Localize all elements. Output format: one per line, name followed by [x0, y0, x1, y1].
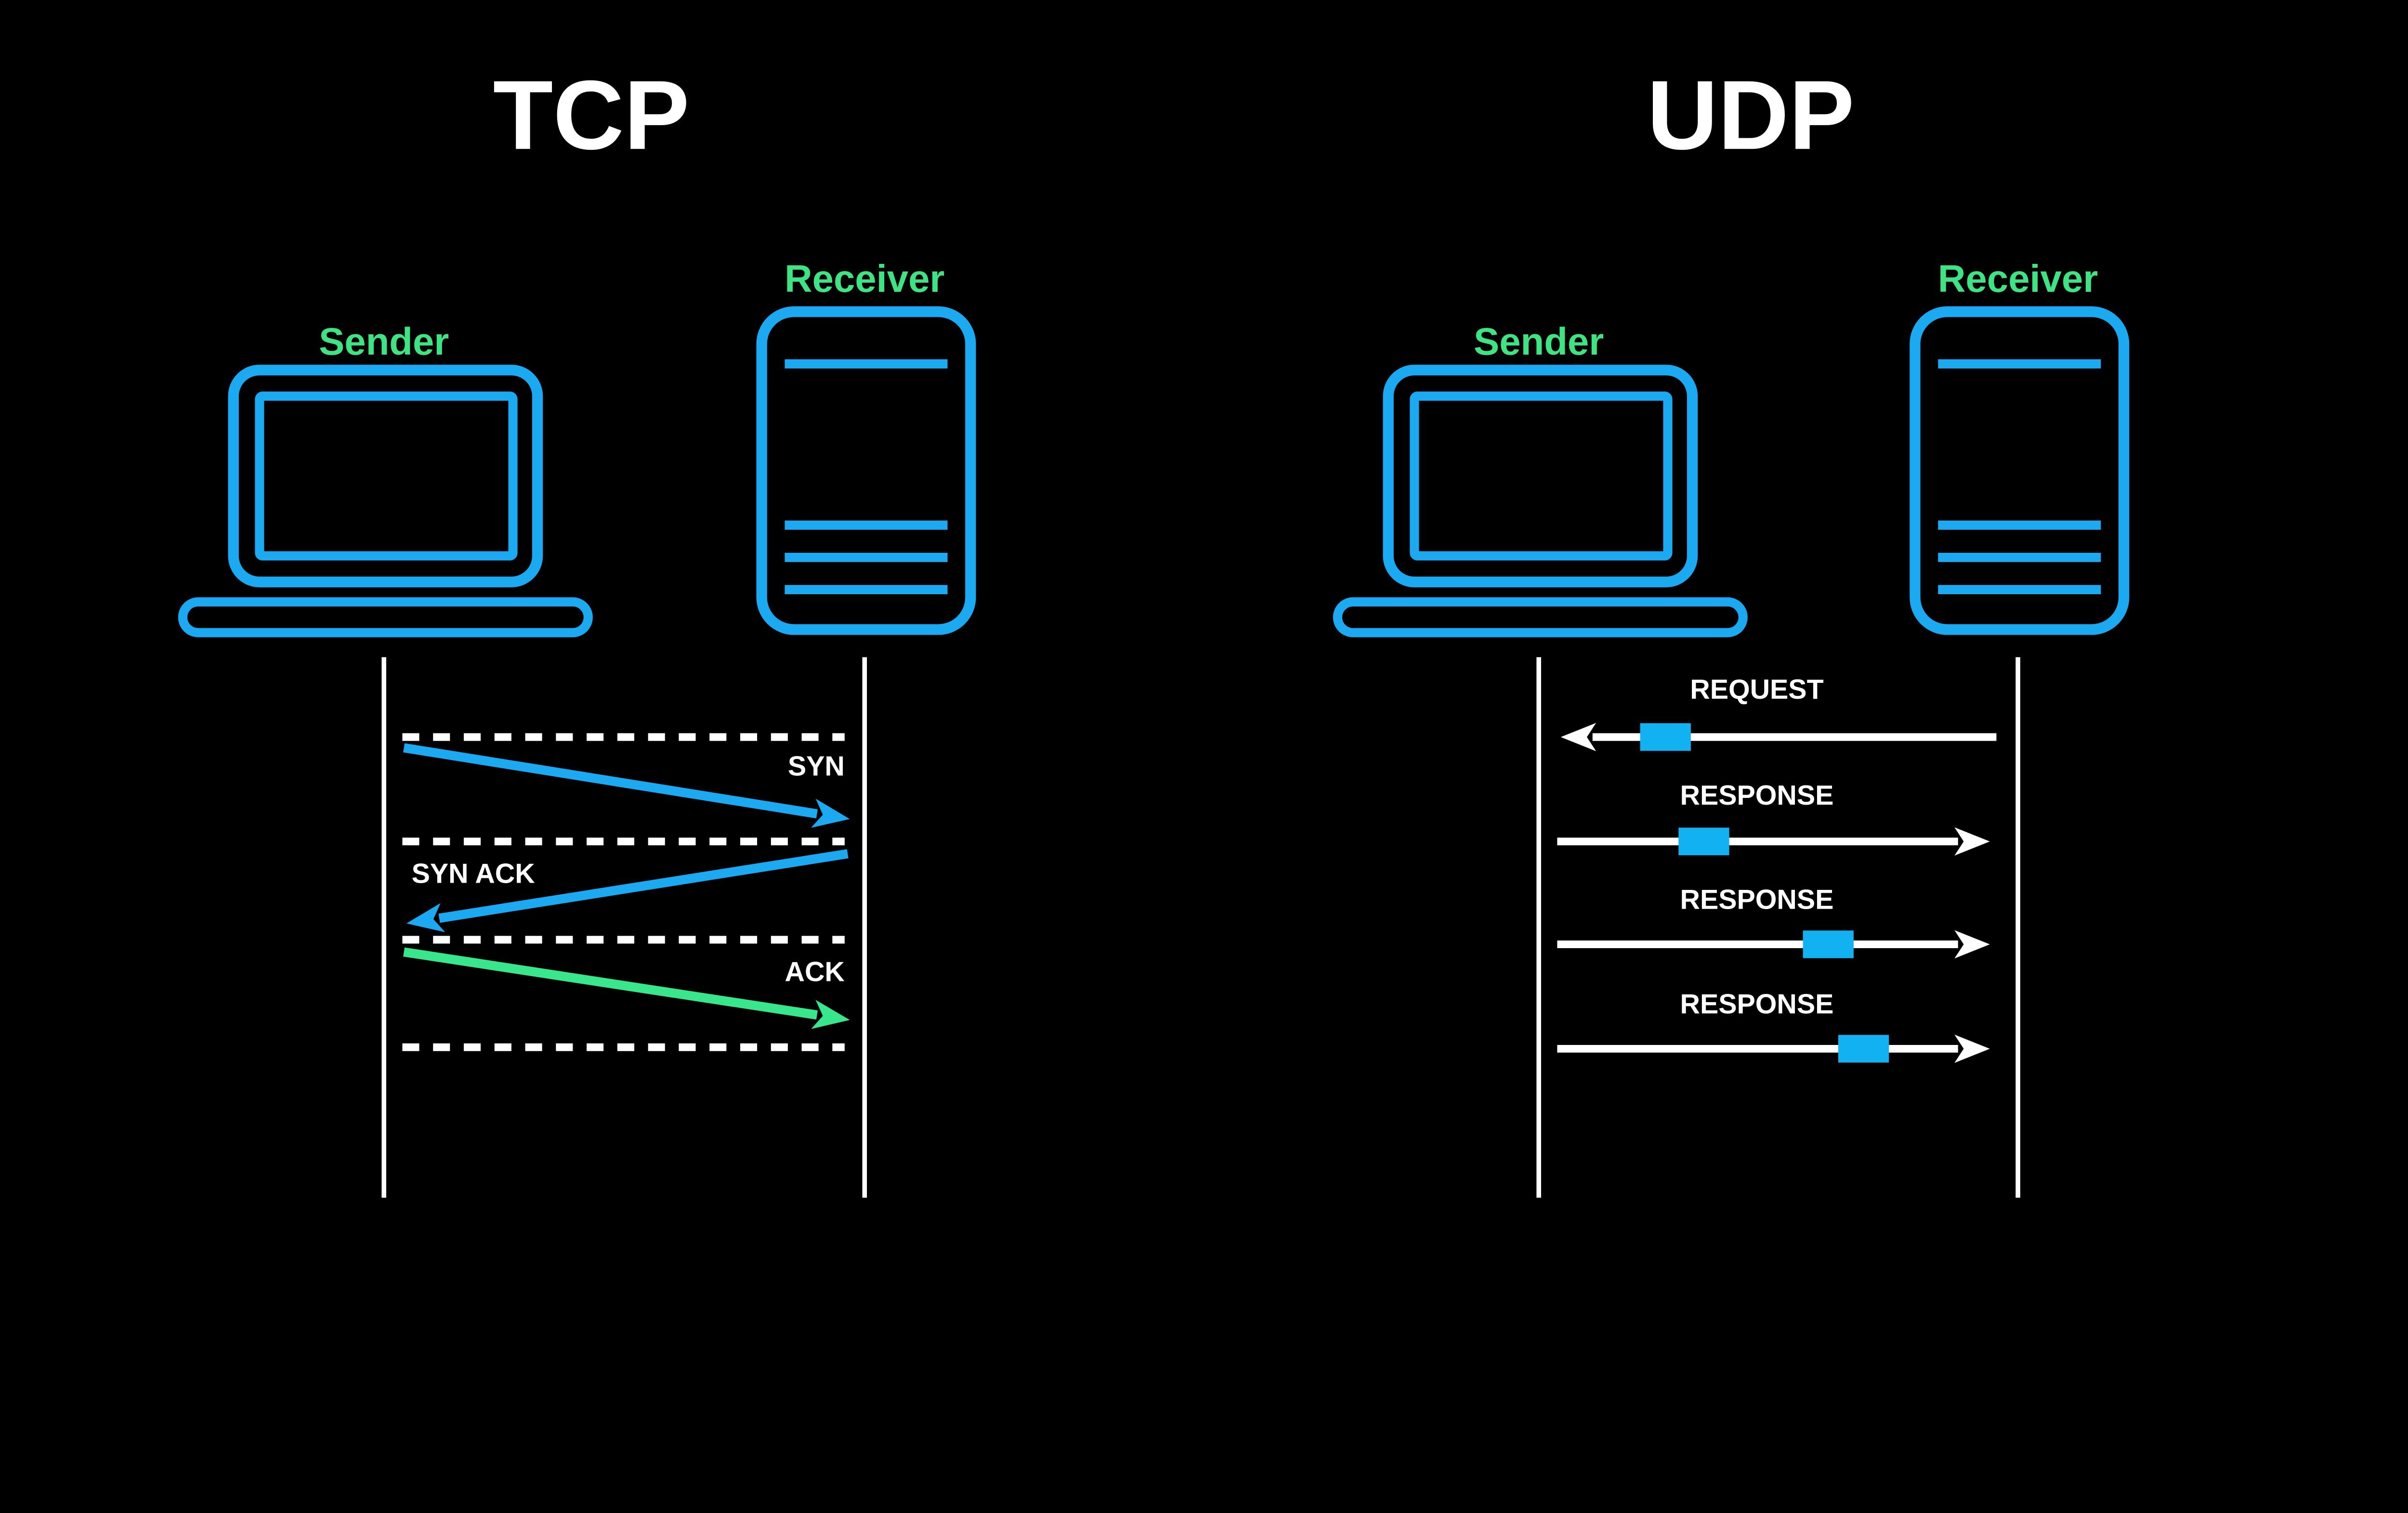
tcp-title: TCP — [493, 60, 690, 170]
udp-panel: UDP Sender Receiver REQUEST RESPONSE — [1333, 60, 2130, 1198]
laptop-base — [178, 597, 593, 638]
udp-title: UDP — [1647, 60, 1855, 170]
tcp-sender-label: Sender — [319, 320, 449, 363]
udp-response-label: RESPONSE — [1680, 885, 1834, 915]
udp-packet — [1640, 723, 1691, 751]
tcp-syn-arrow — [403, 743, 850, 828]
server-body — [1910, 306, 2130, 635]
udp-response-label: RESPONSE — [1680, 780, 1834, 811]
udp-receiver-label: Receiver — [1938, 257, 2098, 300]
tcp-panel: TCP Sender Receiver SYN SYN ACK — [178, 60, 976, 1198]
udp-request-label: REQUEST — [1690, 674, 1823, 705]
udp-packet — [1803, 930, 1854, 958]
laptop-screen — [255, 391, 518, 561]
udp-packet — [1838, 1035, 1889, 1063]
laptop-screen — [1410, 391, 1673, 561]
background — [0, 0, 2408, 1298]
tcp-synack-label: SYN ACK — [412, 859, 535, 889]
tcp-ack-label: ACK — [785, 957, 845, 988]
server-icon — [756, 306, 976, 635]
server-icon — [1910, 306, 2130, 635]
tcp-syn-label: SYN — [788, 751, 845, 782]
laptop-icon — [178, 365, 593, 638]
tcp-udp-comparison-diagram: TCP Sender Receiver SYN SYN ACK — [0, 0, 2408, 1298]
tcp-receiver-label: Receiver — [785, 257, 944, 300]
udp-response-label: RESPONSE — [1680, 989, 1834, 1020]
laptop-lid — [1383, 365, 1698, 587]
udp-packet — [1678, 827, 1729, 856]
tcp-ack-arrow — [403, 947, 850, 1029]
server-body — [756, 306, 976, 635]
laptop-icon — [1333, 365, 1748, 638]
laptop-lid — [228, 365, 543, 587]
udp-sender-label: Sender — [1474, 320, 1604, 363]
tcp-synack-arrow — [406, 849, 849, 932]
laptop-base — [1333, 597, 1748, 638]
